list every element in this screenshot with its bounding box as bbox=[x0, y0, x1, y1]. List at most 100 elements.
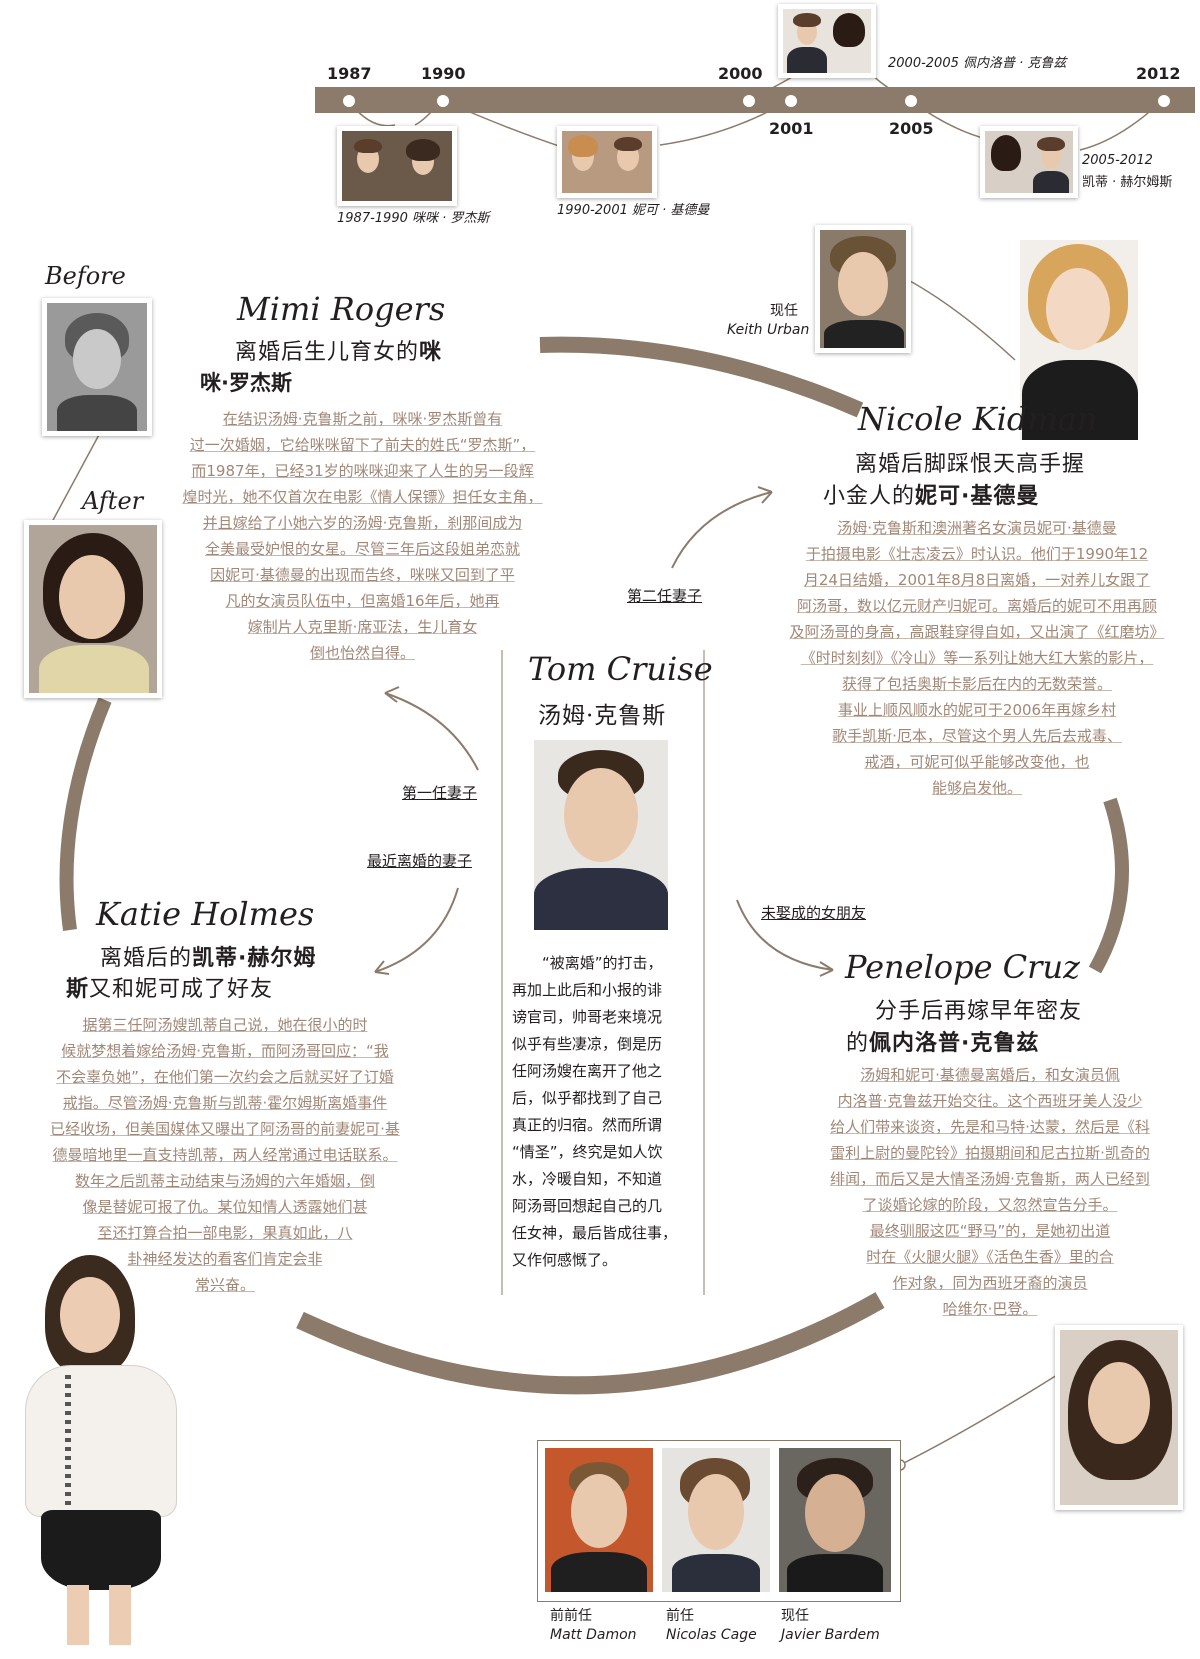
timeline-year-1990: 1990 bbox=[421, 64, 466, 83]
timeline-dot-1987 bbox=[343, 95, 355, 107]
mimi-body-line: 而1987年，已经31岁的咪咪迎来了人生的另一段辉 bbox=[191, 462, 534, 480]
mimi-name-en: Mimi Rogers bbox=[237, 290, 446, 328]
katie-title-line2-bold: 斯 bbox=[66, 977, 90, 1002]
center-body-line: 水，冷暖自知，不知道 bbox=[512, 1170, 663, 1188]
mimi-body-line: 煌时光，她不仅首次在电影《情人保镖》担任女主角， bbox=[182, 488, 543, 506]
katie-title-line1-bold: 凯蒂·赫尔姆 bbox=[192, 946, 317, 971]
penelope-title-line2-prefix: 的 bbox=[846, 1031, 870, 1056]
ex-role-matt: 前前任 bbox=[550, 1608, 592, 1624]
center-body-line: “被离婚”的打击， bbox=[542, 954, 663, 972]
penelope-body-line: 哈维尔·巴登。 bbox=[942, 1300, 1038, 1318]
matt-damon-photo bbox=[545, 1448, 653, 1592]
timeline-dot-2005 bbox=[905, 95, 917, 107]
katie-body-line: 候就梦想着嫁给汤姆·克鲁斯，而阿汤哥回应：“我 bbox=[61, 1042, 389, 1060]
mimi-before-label: Before bbox=[45, 262, 126, 290]
center-body-line: 任阿汤嫂在离开了他之 bbox=[512, 1062, 663, 1080]
timeline-year-2005: 2005 bbox=[889, 119, 934, 138]
center-name-cn: 汤姆·克鲁斯 bbox=[538, 703, 667, 729]
mimi-title-line1: 离婚后生儿育女的咪 bbox=[235, 334, 442, 366]
nicole-body-line: 阿汤哥，数以亿元财产归妮可。离婚后的妮可不用再顾 bbox=[796, 597, 1157, 615]
nicolas-cage-photo bbox=[662, 1448, 770, 1592]
center-body-line: 再加上此后和小报的诽 bbox=[512, 981, 663, 999]
katie-body-line: 卦神经发达的看客们肯定会非 bbox=[127, 1250, 323, 1268]
penelope-body-line: 绯闻，而后又是大情圣汤姆·克鲁斯，两人已经到 bbox=[830, 1170, 1150, 1188]
penelope-body-line: 给人们带来谈资，先是和马特·达蒙，然后是《科 bbox=[830, 1118, 1150, 1136]
timeline-year-2000: 2000 bbox=[718, 64, 763, 83]
katie-body: 据第三任阿汤嫂凯蒂自己说，她在很小的时 候就梦想着嫁给汤姆·克鲁斯，而阿汤哥回应… bbox=[15, 1012, 435, 1298]
ex-name-matt: Matt Damon bbox=[550, 1627, 637, 1643]
penelope-name-en: Penelope Cruz bbox=[845, 948, 1080, 986]
penelope-body-line: 了谈婚论嫁的阶段，又忽然宣告分手。 bbox=[862, 1196, 1118, 1214]
katie-photo bbox=[5, 1255, 195, 1645]
mimi-body-line: 全美最受妒恨的女星。尽管三年后这段姐弟恋就 bbox=[204, 540, 520, 558]
nicole-title-line2: 小金人的妮可·基德曼 bbox=[823, 478, 1039, 510]
nicole-body-line: 事业上顺风顺水的妮可于2006年再嫁乡村 bbox=[837, 701, 1117, 719]
center-body-line: 任女神，最后皆成往事， bbox=[512, 1224, 678, 1242]
nicole-current-name: Keith Urban bbox=[727, 322, 810, 338]
penelope-body-line: 雷利上尉的曼陀铃》拍摄期间和尼古拉斯·凯奇的 bbox=[830, 1144, 1150, 1162]
timeline-caption-nicole: 1990-2001 妮可 · 基德曼 bbox=[557, 203, 710, 218]
mimi-title-line2: 咪·罗杰斯 bbox=[200, 371, 292, 395]
mimi-body-line: 因妮可·基德曼的出现而告终，咪咪又回到了平 bbox=[210, 566, 515, 584]
timeline-dot-2012 bbox=[1158, 95, 1170, 107]
center-body-line: 阿汤哥回想起自己的几 bbox=[512, 1197, 663, 1215]
katie-body-line: 戒指。尽管汤姆·克鲁斯与凯蒂·霍尔姆斯离婚事件 bbox=[62, 1094, 388, 1112]
katie-title-line2: 斯又和妮可成了好友 bbox=[66, 971, 273, 1003]
penelope-body-line: 最终驯服这匹“野马”的，是她初出道 bbox=[869, 1222, 1111, 1240]
katie-title-line1: 离婚后的凯蒂·赫尔姆 bbox=[100, 940, 316, 972]
center-body-line: “情圣”，终究是如人饮 bbox=[512, 1143, 663, 1161]
ex-name-javier: Javier Bardem bbox=[781, 1627, 880, 1643]
penelope-body-line: 内洛普·克鲁兹开始交往。这个西班牙美人没少 bbox=[837, 1092, 1143, 1110]
timeline-year-2012: 2012 bbox=[1136, 64, 1181, 83]
nicole-body-line: 获得了包括奥斯卡影后在内的无数荣誉。 bbox=[841, 675, 1112, 693]
katie-body-line: 德曼暗地里一直支持凯蒂，两人经常通过电话联系。 bbox=[52, 1146, 398, 1164]
ex-role-javier: 现任 bbox=[781, 1608, 809, 1624]
arrow-label-recent-wife: 最近离婚的妻子 bbox=[367, 852, 473, 870]
center-body: “被离婚”的打击， 再加上此后和小报的诽 谤官司，帅哥老来境况 似乎有些凄凉，倒… bbox=[512, 950, 697, 1274]
nicole-body-line: 月24日结婚，2001年8月8日离婚，一对养儿女跟了 bbox=[803, 571, 1151, 589]
center-body-line: 似乎有些凄凉，倒是历 bbox=[512, 1035, 663, 1053]
nicole-photo bbox=[1020, 240, 1138, 440]
katie-body-line: 至还打算合拍一部电影，果真如此，八 bbox=[97, 1224, 353, 1242]
mimi-title-line1-bold: 咪 bbox=[419, 340, 443, 365]
timeline-caption-mimi: 1987-1990 咪咪 · 罗杰斯 bbox=[337, 211, 490, 226]
timeline-photo-katie-tom bbox=[980, 126, 1078, 198]
mimi-body-line: 嫁制片人克里斯·席亚法，生儿育女 bbox=[247, 618, 478, 636]
center-body-line: 又作何感慨了。 bbox=[512, 1251, 618, 1269]
katie-body-line: 据第三任阿汤嫂凯蒂自己说，她在很小的时 bbox=[82, 1016, 368, 1034]
mimi-after-label: After bbox=[82, 487, 144, 515]
mimi-body-line: 在结识汤姆·克鲁斯之前，咪咪·罗杰斯曾有 bbox=[222, 410, 503, 428]
penelope-title-line2: 的佩内洛普·克鲁兹 bbox=[846, 1025, 1039, 1057]
keith-urban-photo bbox=[815, 225, 911, 353]
ex-name-nicolas: Nicolas Cage bbox=[666, 1627, 757, 1643]
mimi-title-line1-text: 离婚后生儿育女的 bbox=[235, 340, 420, 365]
timeline-caption-katie-name: 凯蒂 · 赫尔姆斯 bbox=[1082, 175, 1173, 190]
katie-title-line2-text: 又和妮可成了好友 bbox=[89, 977, 274, 1002]
penelope-body: 汤姆和妮可·基德曼离婚后，和女演员佩 内洛普·克鲁兹开始交往。这个西班牙美人没少… bbox=[785, 1062, 1195, 1322]
arrow-label-girlfriend: 未娶成的女朋友 bbox=[761, 904, 867, 922]
mimi-before-photo bbox=[42, 298, 152, 436]
center-body-line: 后，似乎都找到了自己 bbox=[512, 1089, 663, 1107]
timeline-dot-2001 bbox=[785, 95, 797, 107]
katie-body-line: 数年之后凯蒂主动结束与汤姆的六年婚姻，倒 bbox=[74, 1172, 375, 1190]
katie-body-line: 已经收场，但美国媒体又曝出了阿汤哥的前妻妮可·基 bbox=[50, 1120, 400, 1138]
javier-bardem-photo bbox=[779, 1448, 891, 1592]
katie-body-line: 像是替妮可报了仇。某位知情人透露她们甚 bbox=[82, 1198, 368, 1216]
nicole-body-line: 能够启发他。 bbox=[931, 779, 1022, 797]
center-body-line: 谤官司，帅哥老来境况 bbox=[512, 1008, 663, 1026]
arrow-label-second-wife: 第二任妻子 bbox=[627, 587, 703, 605]
penelope-photo bbox=[1055, 1325, 1183, 1510]
mimi-body-line: 倒也怡然自得。 bbox=[309, 644, 415, 662]
nicole-body-line: 于拍摄电影《壮志凌云》时认识。他们于1990年12 bbox=[805, 545, 1149, 563]
mimi-body-line: 并且嫁给了小她六岁的汤姆·克鲁斯，刹那间成为 bbox=[202, 514, 523, 532]
timeline-photo-penelope-tom bbox=[778, 4, 876, 78]
nicole-body-line: 《时时刻刻》《冷山》等一系列让她大红大紫的影片， bbox=[800, 649, 1154, 667]
katie-body-line: 常兴奋。 bbox=[194, 1276, 255, 1294]
nicole-title-line2-bold: 妮可·基德曼 bbox=[915, 484, 1040, 509]
timeline-dot-1990 bbox=[437, 95, 449, 107]
nicole-name-en: Nicole Kidman bbox=[858, 400, 1098, 438]
mimi-body-line: 过一次婚姻，它给咪咪留下了前夫的姓氏“罗杰斯”， bbox=[189, 436, 536, 454]
timeline-photo-nicole-tom bbox=[557, 126, 657, 198]
arrow-label-first-wife: 第一任妻子 bbox=[402, 784, 478, 802]
nicole-body-line: 汤姆·克鲁斯和澳洲著名女演员妮可·基德曼 bbox=[837, 519, 1117, 537]
